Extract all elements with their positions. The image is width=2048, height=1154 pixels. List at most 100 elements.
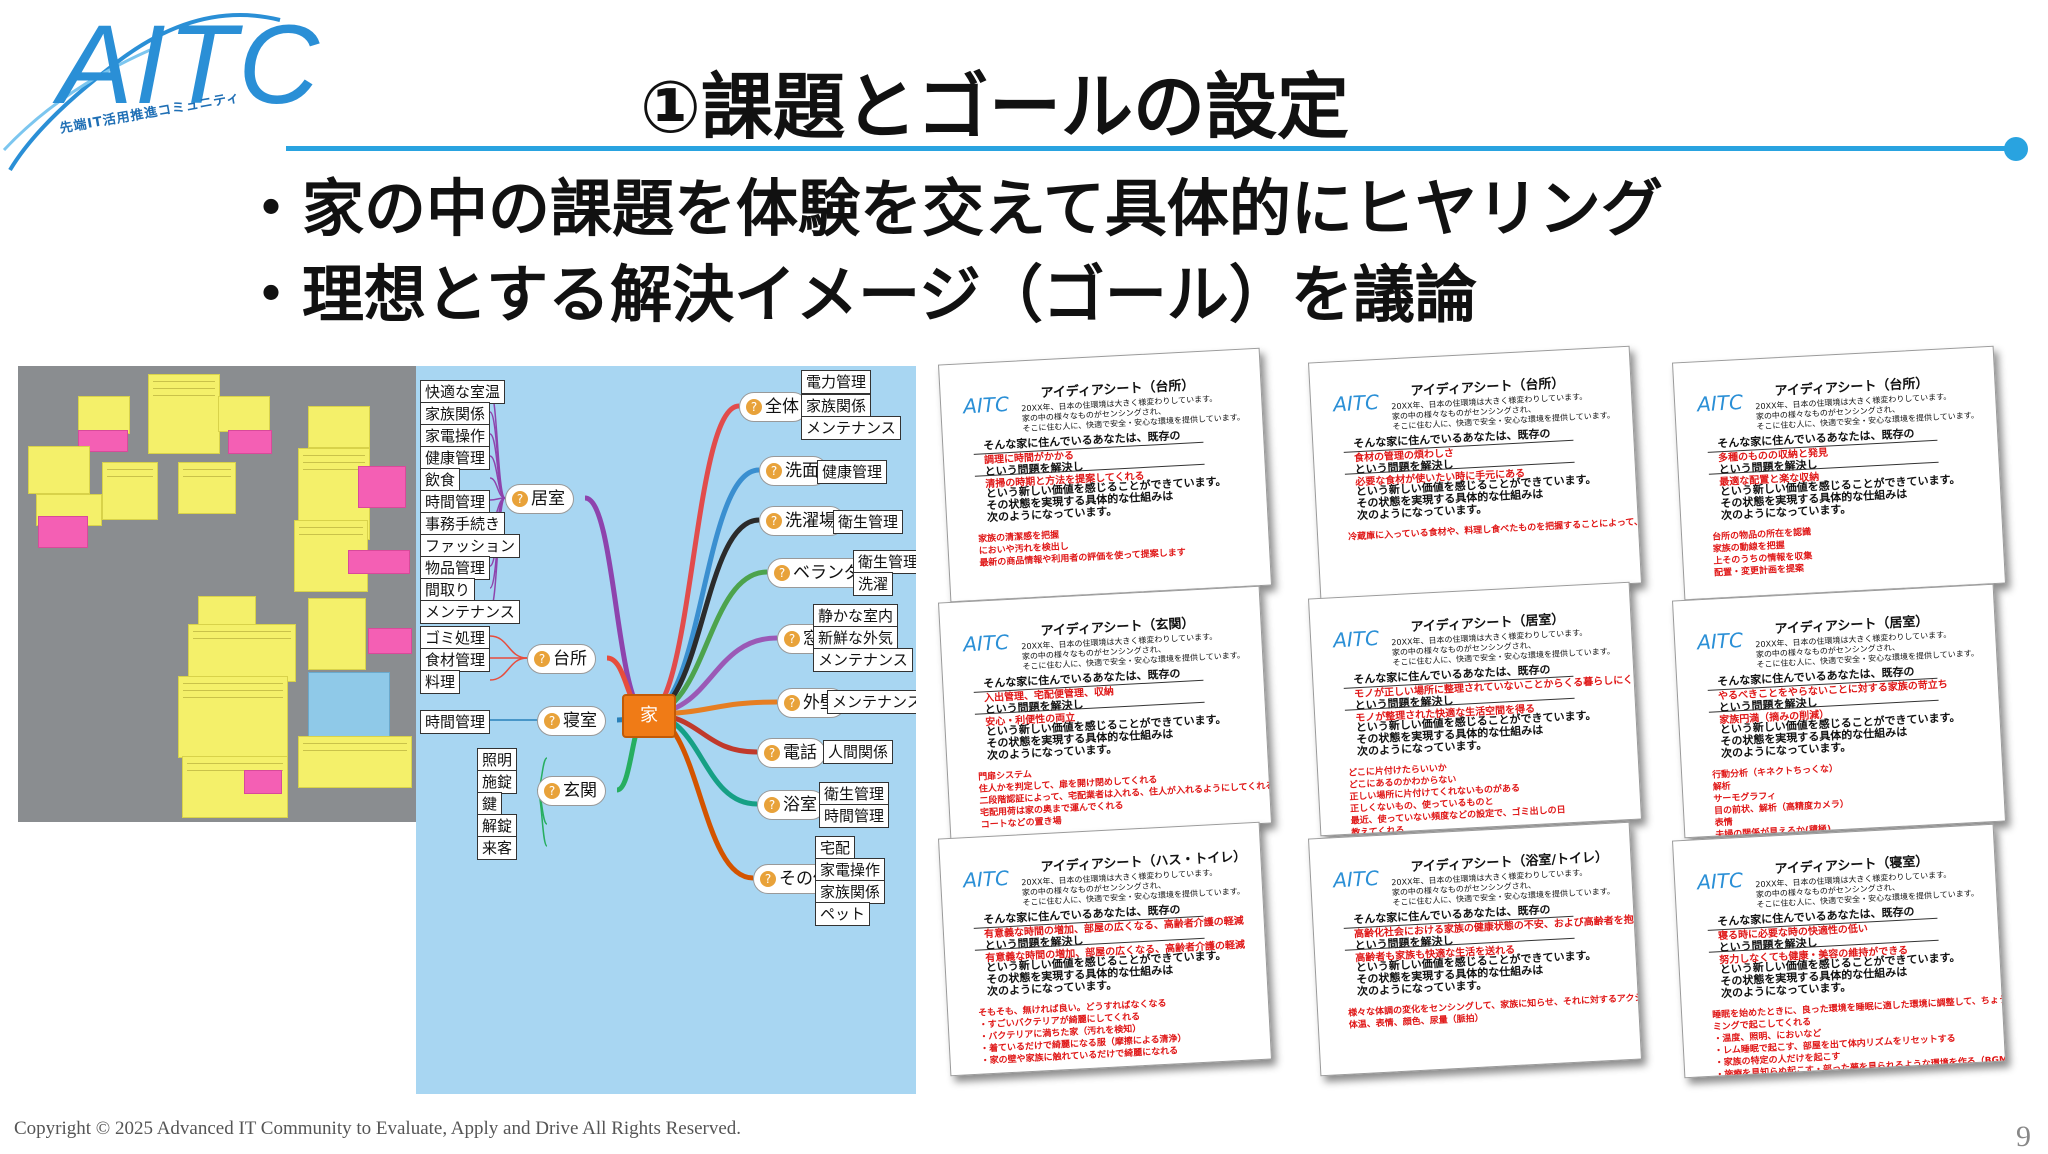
mindmap-root-node: 家 bbox=[622, 694, 676, 738]
mindmap-leaf-node: メンテナンス bbox=[813, 648, 913, 672]
help-icon: ? bbox=[512, 491, 528, 507]
mindmap-leaf-node: 洗濯 bbox=[853, 572, 894, 596]
aitc-logo: AITC 先端IT活用推進コミュニティ bbox=[0, 0, 319, 180]
mindmap-branch-label: 居室 bbox=[531, 489, 565, 509]
mindmap-leaf-node: 家電操作 bbox=[815, 858, 886, 882]
worksheet-logo: AITC bbox=[962, 865, 1010, 893]
worksheet-logo: AITC bbox=[1696, 389, 1744, 417]
mindmap-leaf-node: ゴミ処理 bbox=[420, 626, 491, 650]
mindmap-leaf-connector bbox=[489, 657, 528, 681]
mindmap-leaf-node: ファッション bbox=[420, 534, 521, 558]
mindmap-leaf-node: 物品管理 bbox=[420, 556, 491, 580]
mindmap-branch-node: ?居室 bbox=[505, 484, 574, 514]
mindmap-branch-node: ?寝室 bbox=[537, 706, 606, 736]
mindmap-leaf-connector bbox=[489, 635, 528, 659]
mindmap-branch-node: ?浴室 bbox=[757, 790, 826, 820]
mindmap-branch-node: ?電話 bbox=[757, 738, 826, 768]
sticky-note bbox=[348, 550, 410, 574]
help-icon: ? bbox=[766, 513, 782, 529]
mindmap-leaf-node: メンテナンス bbox=[420, 600, 520, 624]
sticky-note bbox=[308, 406, 370, 448]
sticky-note bbox=[358, 466, 406, 508]
logo-wordmark: AITC bbox=[58, 2, 322, 127]
sticky-note bbox=[28, 446, 90, 494]
help-icon: ? bbox=[544, 783, 560, 799]
mindmap-leaf-node: メンテナンス bbox=[801, 416, 901, 440]
mindmap-leaf-node: ペット bbox=[815, 902, 871, 926]
mindmap-branch-node: ?全体 bbox=[739, 392, 808, 422]
sticky-note bbox=[178, 462, 236, 514]
mindmap-branch-label: 玄関 bbox=[563, 781, 597, 801]
mindmap-branch-label: 洗面 bbox=[785, 461, 819, 481]
mindmap-leaf-node: 食材管理 bbox=[420, 648, 491, 672]
mindmap-leaf-node: 解錠 bbox=[477, 814, 518, 838]
mindmap-branch-label: ベランダ bbox=[793, 563, 861, 583]
help-icon: ? bbox=[764, 797, 780, 813]
mindmap-leaf-node: 間取り bbox=[420, 578, 476, 602]
sticky-notes-photo bbox=[18, 366, 418, 822]
mindmap-leaf-node: 家族関係 bbox=[815, 880, 886, 904]
copyright-notice: Copyright © 2025 Advanced IT Community t… bbox=[14, 1118, 742, 1139]
mindmap-branch-label: 寝室 bbox=[563, 711, 597, 731]
sticky-note bbox=[38, 516, 88, 548]
worksheet-logo: AITC bbox=[1696, 627, 1744, 655]
mindmap-leaf-node: 飲食 bbox=[420, 468, 461, 492]
mindmap-branch-label: 台所 bbox=[553, 649, 587, 669]
mindmap-leaf-node: 時間管理 bbox=[819, 804, 890, 828]
help-icon: ? bbox=[544, 713, 560, 729]
sticky-note bbox=[368, 628, 412, 654]
help-icon: ? bbox=[784, 631, 800, 647]
worksheet-logo: AITC bbox=[962, 391, 1010, 419]
mindmap-leaf-node: 照明 bbox=[477, 748, 518, 772]
mindmap-leaf-node: 衛生管理 bbox=[833, 510, 904, 534]
mindmap-leaf-node: 時間管理 bbox=[420, 490, 491, 514]
sticky-note bbox=[298, 736, 412, 788]
mindmap-leaf-connector bbox=[489, 411, 506, 499]
sticky-note bbox=[308, 598, 366, 670]
mindmap-leaf-node: 衛生管理 bbox=[819, 782, 890, 806]
mindmap-branch-node: ?台所 bbox=[527, 644, 596, 674]
sticky-note bbox=[188, 624, 296, 682]
sticky-note bbox=[78, 430, 128, 452]
worksheet-logo: AITC bbox=[962, 629, 1010, 657]
mindmap-leaf-node: 衛生管理 bbox=[853, 550, 916, 574]
page-number: 9 bbox=[2016, 1120, 2031, 1153]
worksheet-logo: AITC bbox=[1332, 389, 1380, 417]
mindmap-leaf-node: 鍵 bbox=[477, 792, 503, 816]
sticky-note bbox=[244, 770, 282, 794]
mindmap-leaf-node: 料理 bbox=[420, 670, 461, 694]
sticky-note bbox=[78, 396, 130, 434]
mindmap-branch-node: ?玄関 bbox=[537, 776, 606, 806]
bullet-1: ・家の中の課題を体験を交えて具体的にヒヤリング bbox=[240, 172, 1663, 245]
mindmap-leaf-node: 時間管理 bbox=[420, 710, 491, 734]
bullet-2: ・理想とする解決イメージ（ゴール）を議論 bbox=[240, 258, 1477, 331]
mindmap-branch-node: ?洗面 bbox=[759, 456, 828, 486]
mindmap-leaf-node: 宅配 bbox=[815, 836, 856, 860]
logo-swoosh-icon bbox=[2, 13, 281, 172]
mindmap-leaf-node: 家族関係 bbox=[420, 402, 491, 426]
worksheet-red-note: 行動分析（キネクトちっくな） bbox=[1711, 764, 1839, 781]
mindmap-leaf-node: 静かな室内 bbox=[813, 604, 899, 628]
mindmap-leaf-node: 電力管理 bbox=[801, 370, 872, 394]
worksheet-logo: AITC bbox=[1696, 867, 1744, 895]
mindmap-branch-node: ?ベランダ bbox=[767, 558, 870, 588]
mindmap-leaf-connector bbox=[489, 389, 506, 499]
sticky-note bbox=[36, 494, 102, 526]
help-icon: ? bbox=[746, 399, 762, 415]
mindmap-leaf-node: 健康管理 bbox=[817, 460, 888, 484]
mindmap-leaf-node: 家族関係 bbox=[801, 394, 872, 418]
mindmap-leaf-node: 健康管理 bbox=[420, 446, 491, 470]
mindmap-branch-label: 電話 bbox=[783, 743, 817, 763]
mindmap-diagram: 家 ?全体電力管理家族関係メンテナンス?洗面健康管理?洗濯場衛生管理?ベランダ衛… bbox=[416, 366, 916, 1094]
help-icon: ? bbox=[764, 745, 780, 761]
mindmap-branch-connector bbox=[584, 495, 648, 717]
worksheet-logo: AITC bbox=[1332, 865, 1380, 893]
mindmap-branch-label: 浴室 bbox=[783, 795, 817, 815]
